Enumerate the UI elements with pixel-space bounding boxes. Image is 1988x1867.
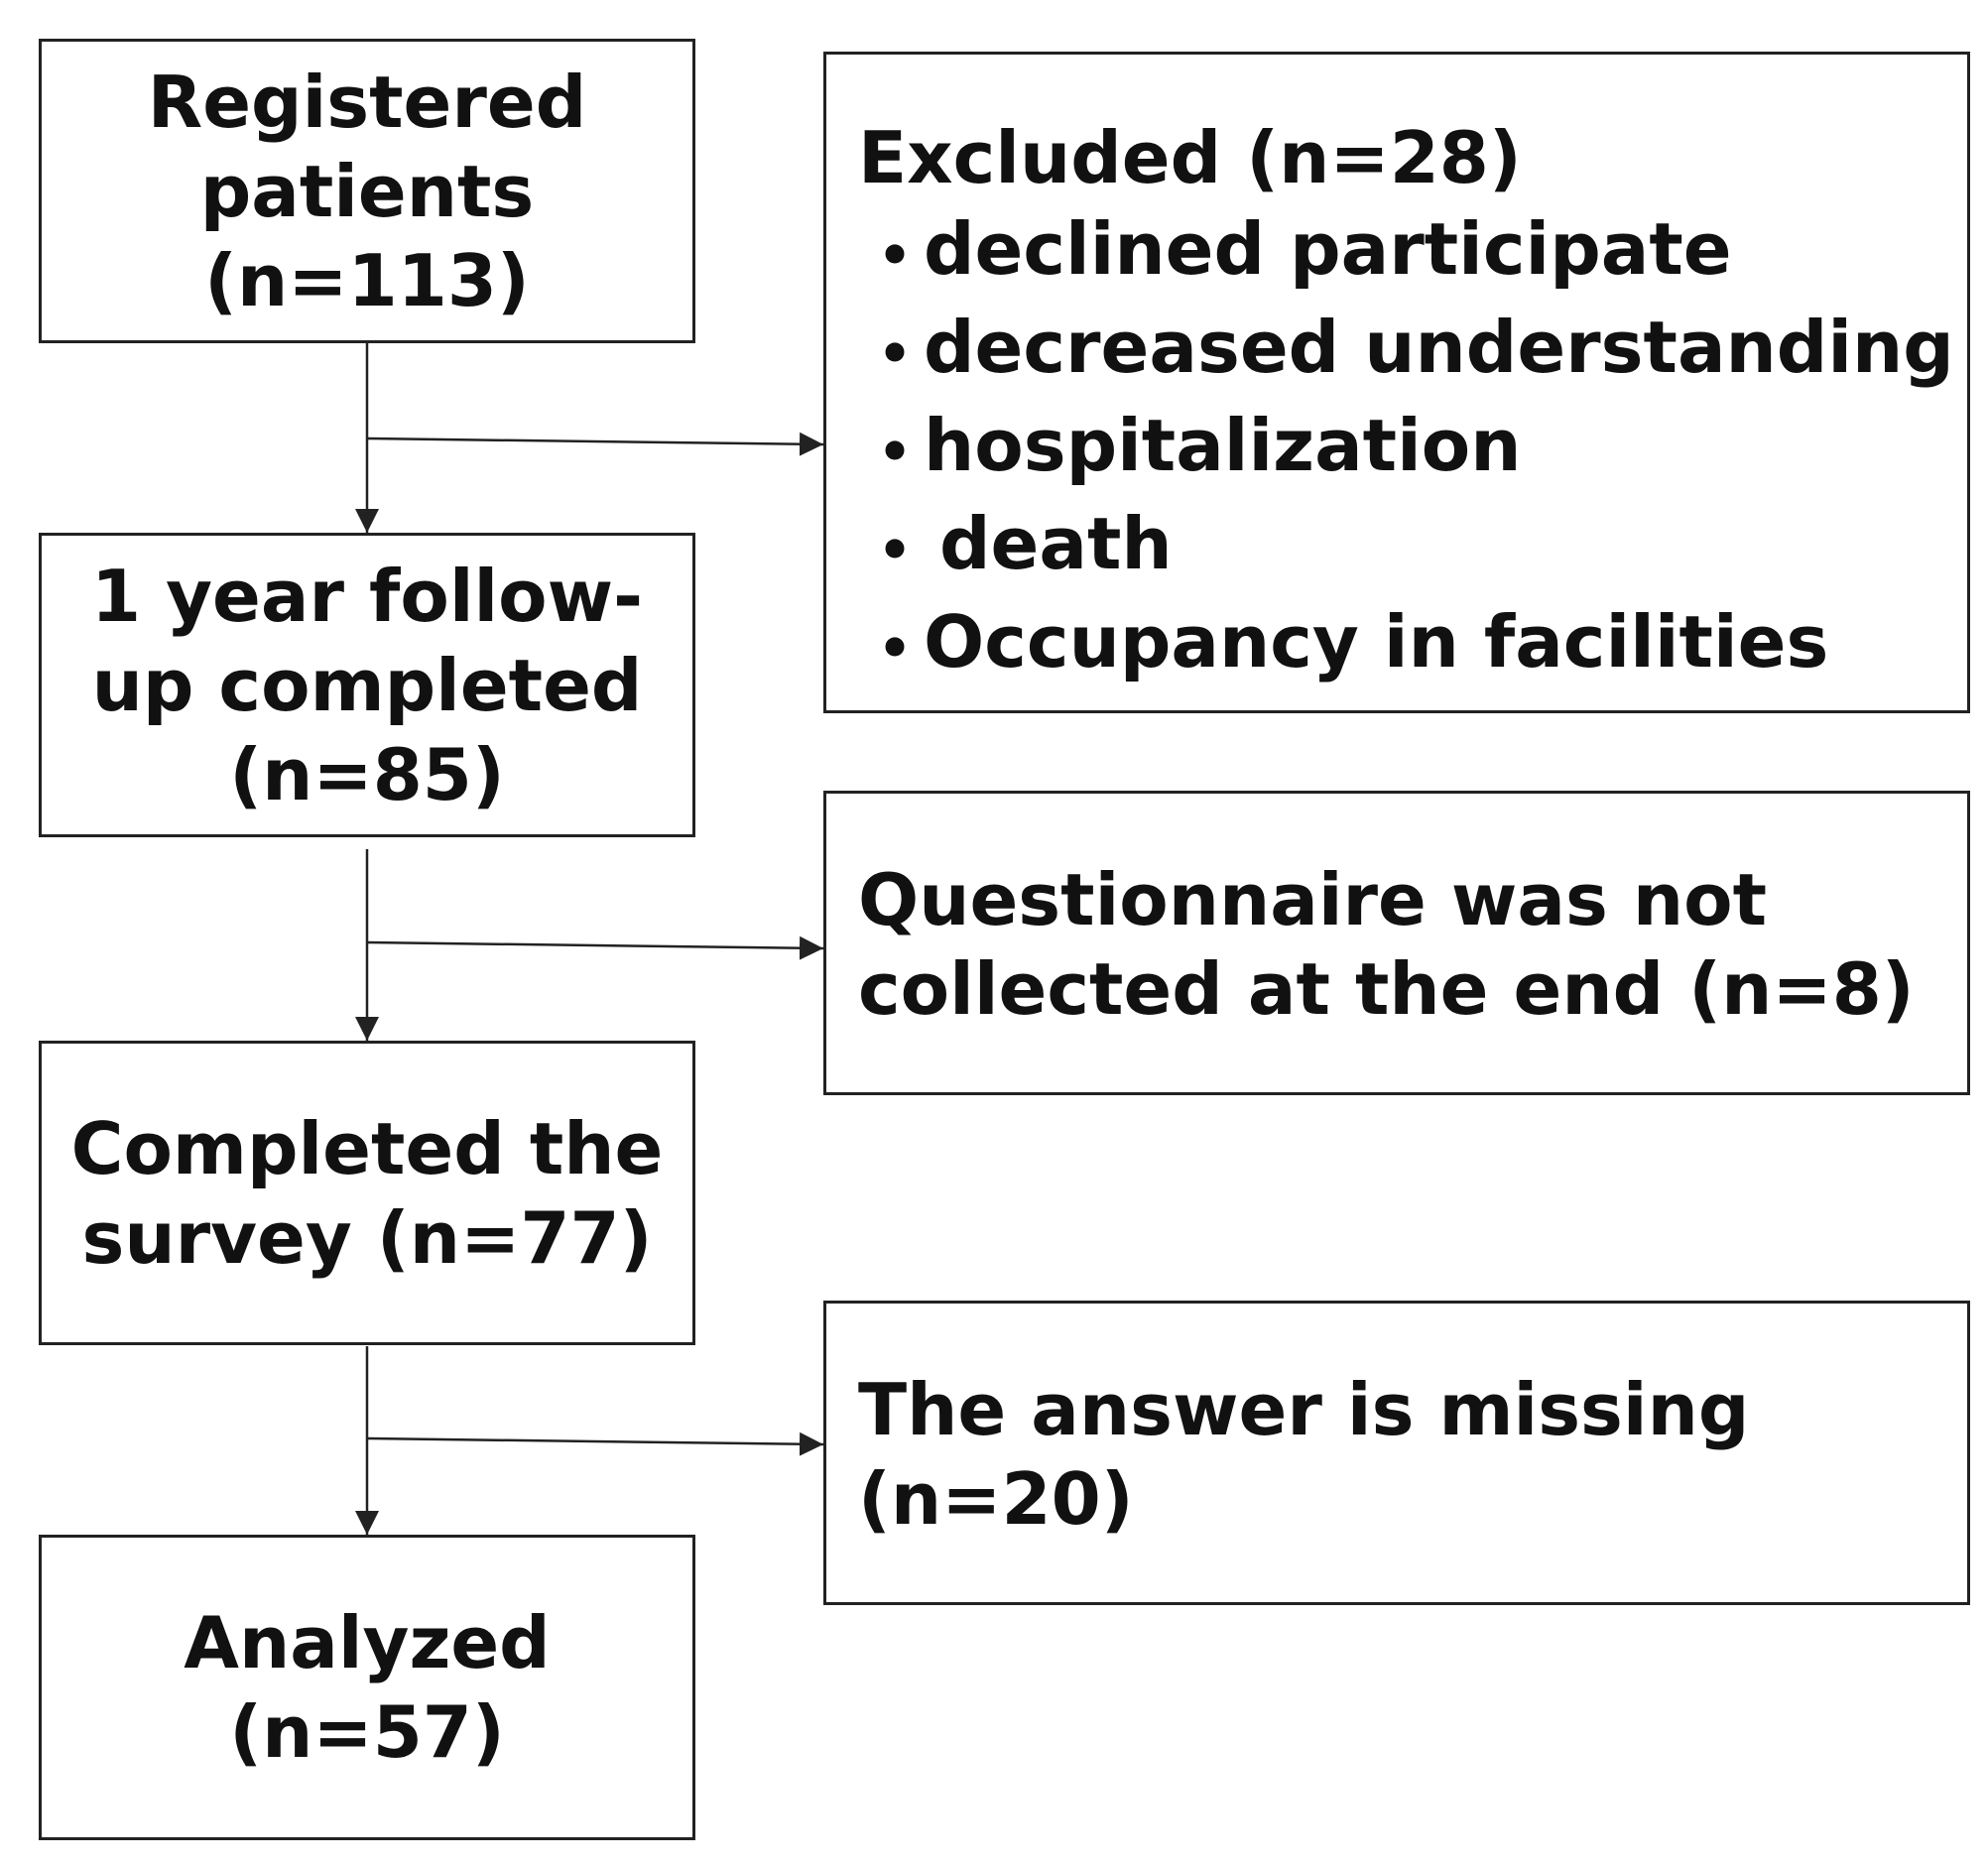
excluded-reason: • hospitalization (858, 400, 1967, 498)
excluded-reason-text: declined participate (924, 207, 1732, 291)
bullet-icon: • (877, 519, 913, 581)
analyzed-box: Analyzed (n=57) (39, 1535, 695, 1840)
followup-completed-box: 1 year follow- up completed (n=85) (39, 533, 695, 837)
analyzed-line-2: (n=57) (229, 1690, 505, 1774)
followup-line-2: up completed (91, 643, 643, 727)
arrow-to-missing (366, 1431, 824, 1456)
survey-line-2: survey (n=77) (81, 1195, 653, 1280)
answer-missing-box: The answer is missing (n=20) (823, 1301, 1970, 1605)
excluded-reason: • declined participate (858, 203, 1967, 302)
excluded-box: Excluded (n=28) • declined participate •… (823, 52, 1970, 713)
excluded-reason-text: hospitalization (924, 404, 1522, 487)
excluded-title: Excluded (n=28) (858, 116, 1522, 199)
followup-line-1: 1 year follow- (90, 554, 644, 638)
bullet-icon: • (877, 224, 913, 287)
excluded-reason: • decreased understanding (858, 302, 1967, 400)
bullet-icon: • (877, 617, 913, 680)
registered-patients-box: Registered patients (n=113) (39, 39, 695, 343)
registered-line-3: (n=113) (204, 238, 530, 322)
survey-line-1: Completed the (70, 1106, 664, 1190)
arrow-to-excluded (366, 432, 824, 456)
excluded-reason-text: Occupancy in facilities (924, 600, 1829, 684)
bullet-icon: • (877, 322, 913, 385)
arrow-to-questionnaire (366, 935, 824, 960)
excluded-reasons-list: • declined participate • decreased under… (858, 203, 1967, 694)
excluded-reason-text: death (939, 502, 1173, 585)
questionnaire-line-2: collected at the end (n=8) (858, 947, 1915, 1031)
questionnaire-not-collected-box: Questionnaire was not collected at the e… (823, 791, 1970, 1095)
excluded-reason: • Occupancy in facilities (858, 596, 1967, 694)
analyzed-line-1: Analyzed (184, 1601, 551, 1684)
registered-line-1: Registered (147, 60, 587, 144)
followup-line-3: (n=85) (229, 732, 505, 816)
bullet-icon: • (877, 421, 913, 483)
missing-line-1: The answer is missing (858, 1368, 1750, 1451)
registered-line-2: patients (199, 149, 535, 233)
excluded-reason: • death (858, 498, 1967, 596)
excluded-reason-text: decreased understanding (924, 306, 1954, 389)
questionnaire-line-1: Questionnaire was not (858, 858, 1768, 941)
survey-completed-box: Completed the survey (n=77) (39, 1041, 695, 1345)
missing-line-2: (n=20) (858, 1457, 1134, 1541)
